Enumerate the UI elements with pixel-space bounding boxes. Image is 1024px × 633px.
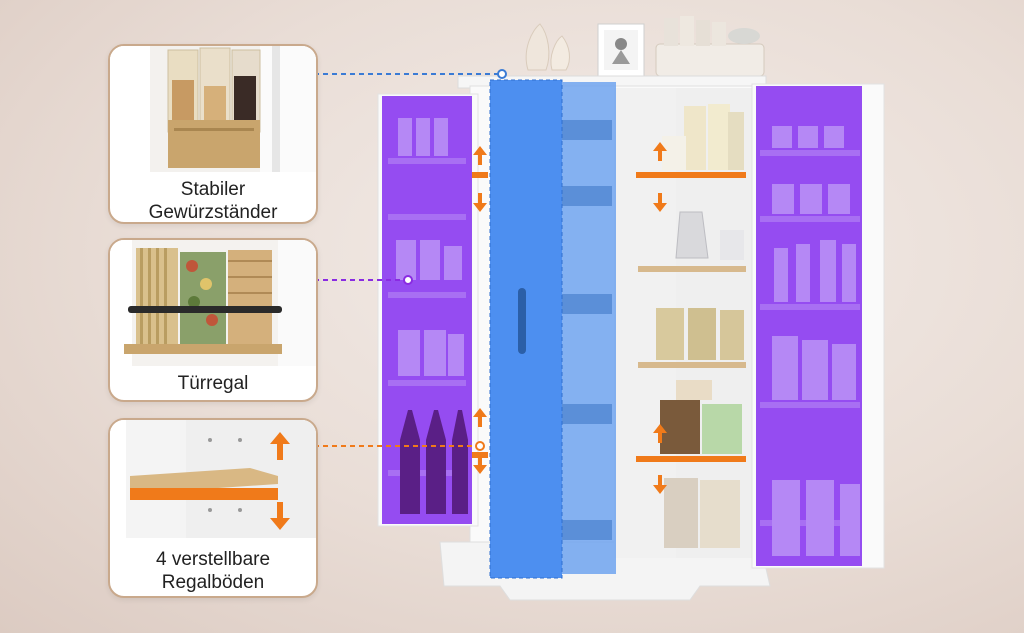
caption-line: Regalböden	[161, 572, 265, 593]
left-door-purple-highlight	[377, 93, 479, 527]
spice-rack-photo	[110, 46, 316, 172]
feature-card-spice-rack: Stabiler Gewürzständer	[108, 44, 318, 224]
up-down-arrow-icon	[473, 142, 667, 494]
feature-card-adjustable-shelves: 4 verstellbare Regalböden	[108, 418, 318, 598]
caption-line: Gewürzständer	[148, 202, 278, 223]
up-down-arrow-icon	[270, 432, 290, 530]
adjustable-shelf-photo	[110, 420, 316, 538]
feature-card-door-shelf: Türregal	[108, 238, 318, 402]
callout-connectors	[314, 69, 507, 451]
card-caption: 4 verstellbare Regalböden	[110, 538, 316, 594]
card-caption: Stabiler Gewürzständer	[110, 172, 316, 223]
caption-line: Türregal	[177, 373, 249, 394]
card-caption: Türregal	[110, 366, 316, 395]
caption-line: Stabiler	[180, 179, 246, 200]
right-door-purple-highlight	[751, 83, 885, 569]
caption-line: 4 verstellbare	[155, 549, 271, 570]
center-door-blue-highlight	[489, 79, 616, 579]
door-shelf-photo	[110, 240, 316, 366]
top-decor	[525, 16, 765, 77]
